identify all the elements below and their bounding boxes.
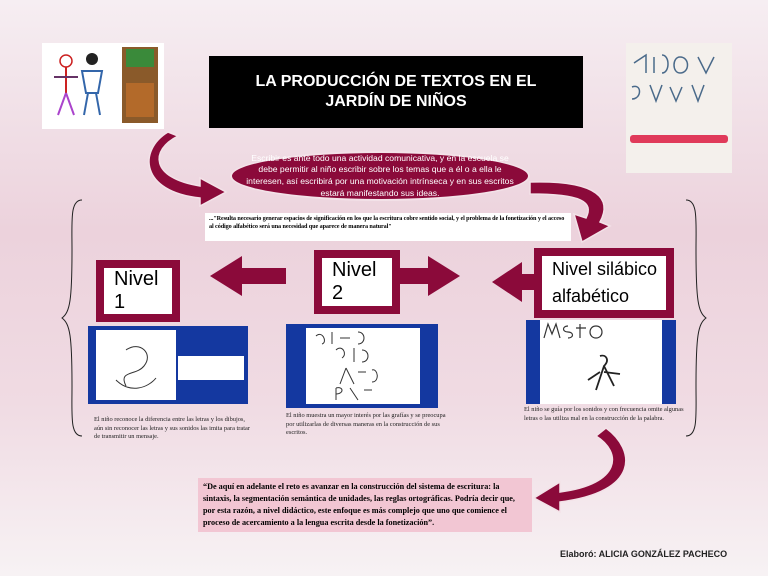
level-3-writing — [540, 320, 662, 404]
quote-bottom: “De aquí en adelante el reto es avanzar … — [198, 478, 532, 532]
arrow-right-nivel — [380, 256, 460, 296]
author-credit: Elaboró: ALICIA GONZÁLEZ PACHECO — [560, 549, 728, 559]
left-brace — [61, 199, 83, 437]
level-2-caption: El niño muestra un mayor interés por las… — [286, 412, 446, 437]
curved-arrow-left — [148, 131, 228, 208]
level-3-caption: El niño se guía por los sonidos y con fr… — [524, 406, 684, 422]
level-1-box: Nivel 1 — [96, 260, 180, 322]
arrow-left-nivel — [210, 256, 286, 296]
level-2-image-panel — [286, 324, 438, 408]
arrow-left-silabico — [492, 262, 544, 302]
level-2-label: Nivel 2 — [332, 259, 377, 304]
level-1-caption: El niño reconoce la diferencia entre las… — [94, 416, 250, 441]
level-1-label: Nivel 1 — [114, 268, 159, 313]
children-drawing-image — [42, 43, 164, 129]
level-3-label: Nivel silábico alfabético — [552, 259, 658, 306]
intro-oval: Escribir es ante todo una actividad comu… — [230, 151, 530, 201]
writing-sample-image — [626, 43, 732, 173]
right-brace — [685, 199, 707, 437]
curved-arrow-bottom — [532, 427, 627, 514]
level-1-drawing-right — [178, 356, 244, 380]
curved-arrow-right — [529, 181, 612, 244]
level-2-writing — [306, 328, 420, 404]
level-2-box: Nivel 2 — [314, 250, 400, 314]
quote-top: ..."Resulta necesario generar espacios d… — [205, 213, 571, 241]
level-3-box: Nivel silábico alfabético — [534, 248, 674, 318]
page-title: LA PRODUCCIÓN DE TEXTOS EN EL JARDÍN DE … — [209, 56, 583, 128]
level-1-image-panel — [88, 326, 248, 404]
level-1-drawing-left — [96, 330, 176, 400]
level-3-image-panel — [526, 320, 676, 404]
